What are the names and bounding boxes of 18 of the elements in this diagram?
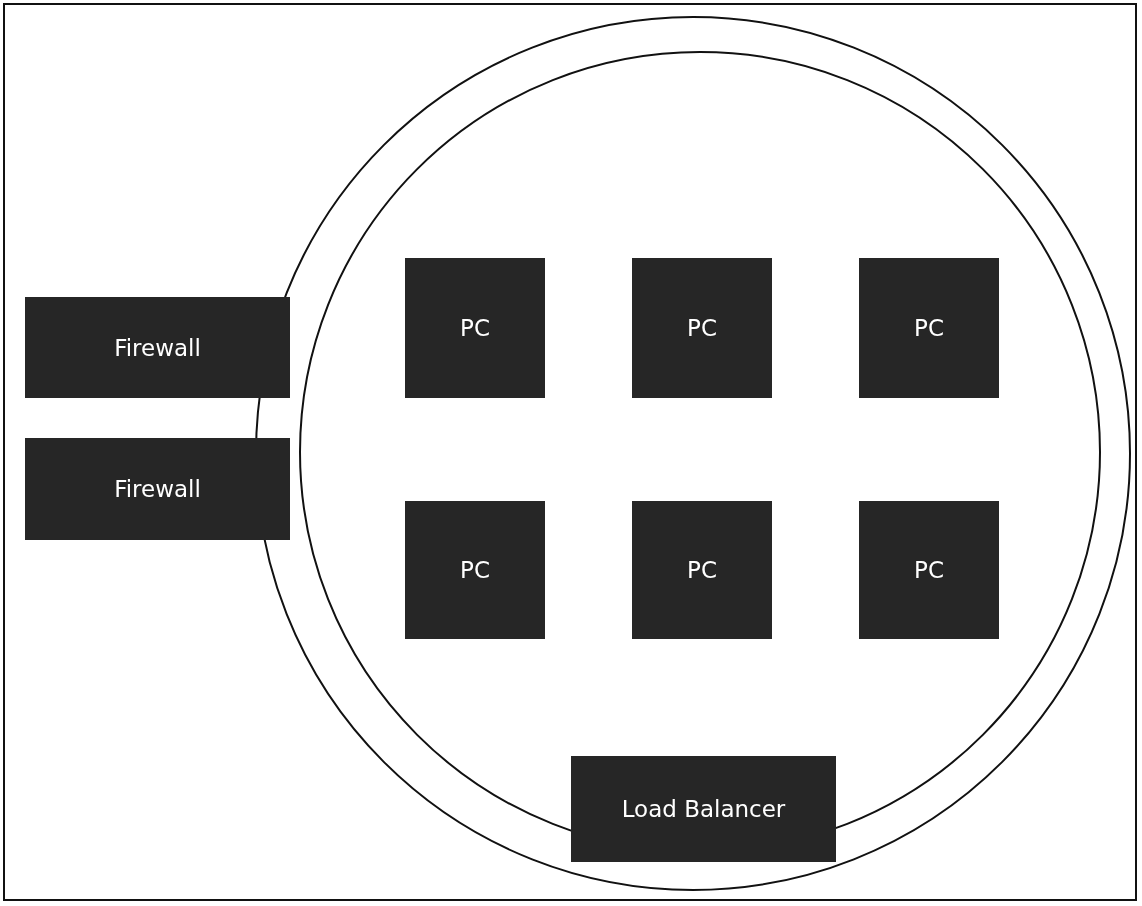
- device-label: Firewall: [114, 476, 201, 502]
- device-label: PC: [460, 315, 490, 341]
- device-label: Firewall: [114, 334, 201, 361]
- device-label: Load Balancer: [621, 796, 786, 822]
- device-box: [632, 258, 772, 398]
- device-box: [859, 501, 999, 639]
- device-label: PC: [914, 315, 944, 341]
- device-box: [25, 297, 290, 398]
- device-box: [25, 438, 290, 540]
- device-label: PC: [687, 315, 717, 341]
- device-box: [405, 501, 545, 639]
- device-label: PC: [687, 557, 717, 583]
- device-label: PC: [914, 557, 944, 583]
- device-label: PC: [460, 557, 490, 583]
- device-box: [571, 756, 836, 862]
- device-box: [405, 258, 545, 398]
- device-box: [859, 258, 999, 398]
- device-box: [632, 501, 772, 639]
